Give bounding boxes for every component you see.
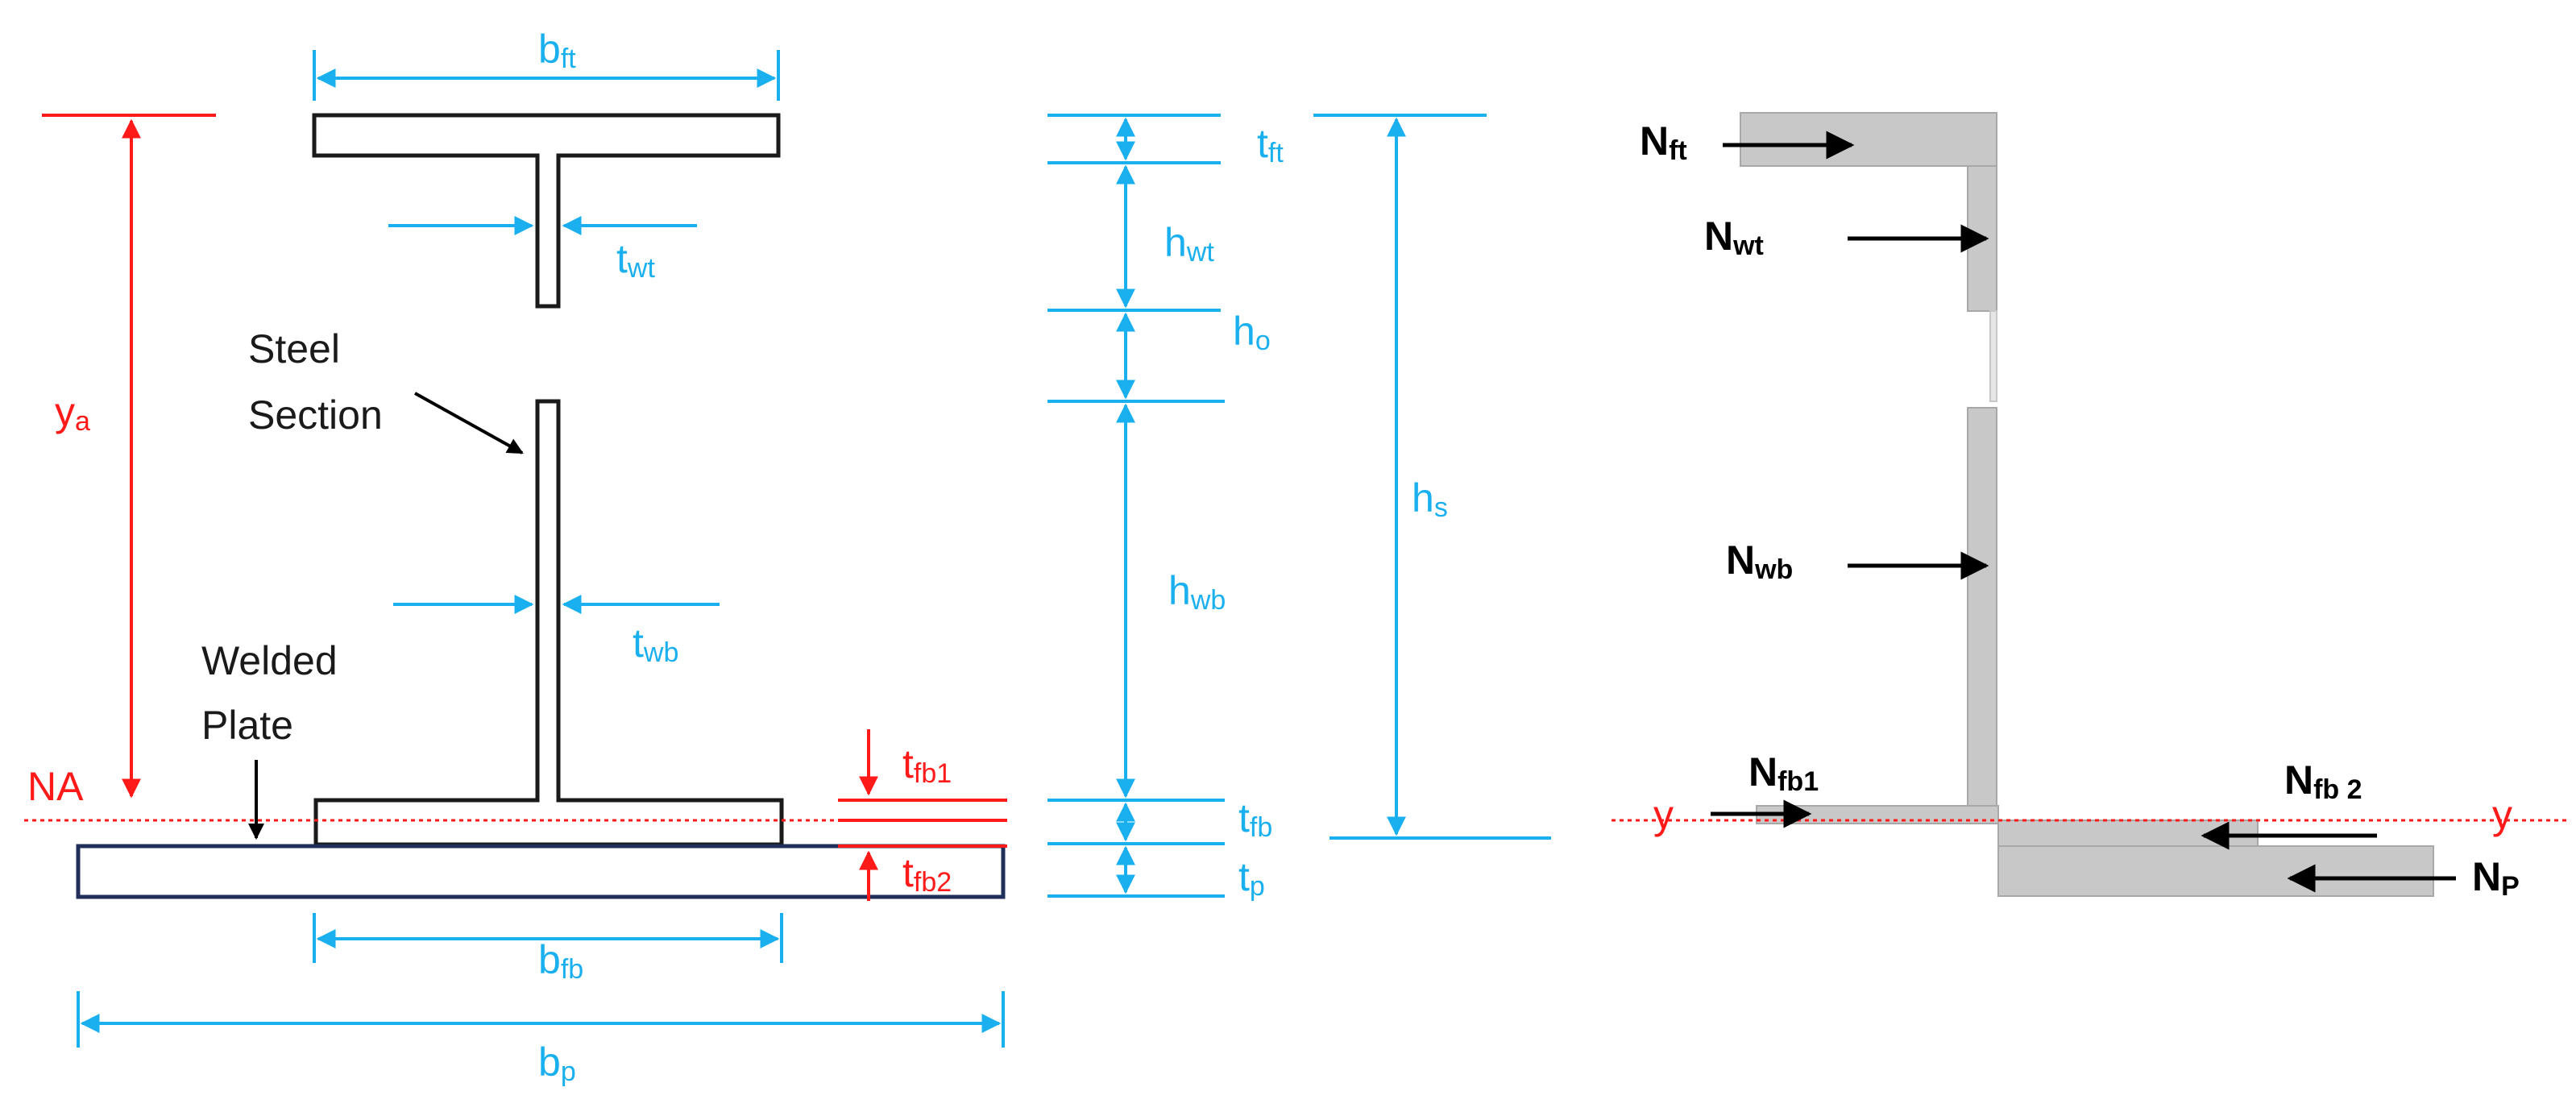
dim-b-fb — [313, 913, 783, 963]
label-n-wb: Nwb — [1726, 537, 1793, 585]
bottom-tee-outline — [313, 399, 784, 847]
label-n-wt: Nwt — [1704, 214, 1764, 261]
stress-bottom-flange-2 — [1997, 820, 2259, 847]
label-t-fb: tfb — [1238, 795, 1272, 843]
label-n-p: NP — [2472, 854, 2520, 902]
height-dimension-lines — [1047, 114, 1225, 898]
label-b-ft: bft — [538, 27, 576, 74]
label-welded-plate-1: Welded — [201, 638, 338, 683]
label-y-a: ya — [55, 389, 90, 437]
dim-t-fb1-t-fb2 — [838, 729, 1007, 901]
label-y-right: y — [2492, 792, 2512, 837]
stress-web-bottom — [1967, 407, 1997, 807]
label-h-s: hs — [1412, 475, 1448, 523]
label-welded-plate-2: Plate — [201, 703, 293, 748]
stress-web-gap — [1989, 310, 1997, 402]
dim-b-ft — [313, 50, 780, 101]
steel-section-drawing — [312, 113, 784, 847]
label-t-fb1: tfb1 — [902, 741, 952, 789]
label-t-ft: tft — [1257, 121, 1284, 168]
label-n-ft: Nft — [1640, 118, 1687, 166]
label-y-left: y — [1653, 792, 1674, 837]
label-h-o: ho — [1233, 309, 1271, 356]
stress-plate — [1997, 845, 2434, 897]
dim-b-p — [77, 991, 1005, 1048]
label-b-p: bp — [538, 1040, 576, 1087]
label-h-wt: hwt — [1164, 220, 1214, 268]
dim-y-a — [42, 114, 216, 799]
label-t-fb2: tfb2 — [902, 850, 952, 898]
top-tee-outline — [312, 113, 781, 309]
stress-blocks — [1740, 112, 2434, 897]
label-t-wb: twb — [633, 620, 678, 668]
label-steel-section-2: Section — [248, 392, 383, 438]
label-n-fb2: Nfb 2 — [2284, 757, 2362, 805]
force-arrows — [1711, 131, 2456, 893]
label-t-p: tp — [1238, 854, 1265, 902]
label-b-fb: bfb — [538, 937, 583, 985]
dim-h-s — [1313, 114, 1551, 840]
label-steel-section-1: Steel — [248, 326, 340, 371]
leader-steel-section — [414, 392, 524, 454]
label-na: NA — [27, 764, 84, 809]
welded-plate — [76, 844, 1006, 899]
stress-top-flange — [1740, 112, 1997, 167]
label-t-wt: twt — [616, 236, 655, 284]
label-n-fb1: Nfb1 — [1748, 749, 1819, 797]
label-h-wb: hwb — [1168, 568, 1226, 616]
